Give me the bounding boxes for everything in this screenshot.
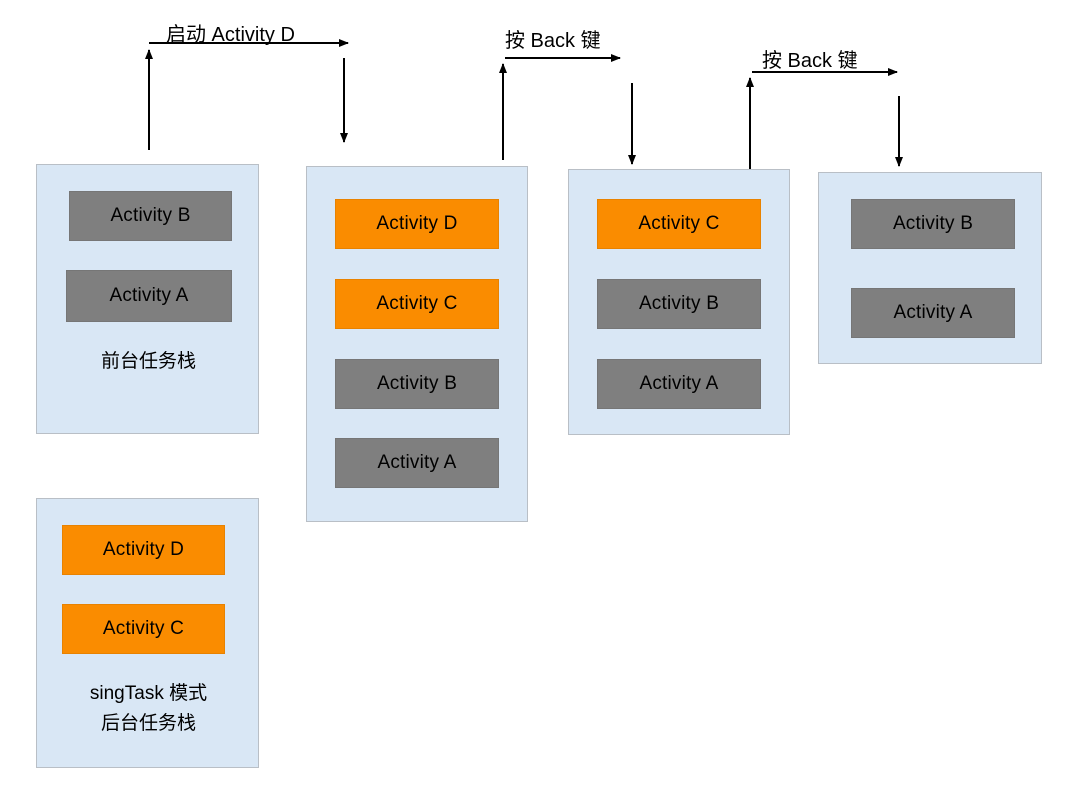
activity-block[interactable]: Activity D	[335, 199, 499, 249]
stack-caption: 前台任务栈	[100, 351, 196, 372]
stack-after-first-back[interactable]: Activity C Activity B Activity A	[568, 169, 790, 435]
activity-block[interactable]: Activity B	[597, 279, 761, 329]
activity-block[interactable]: Activity B	[335, 359, 499, 409]
transition-label-press-back-1: 按 Back 键	[505, 30, 601, 52]
stack-caption: singTask 模式 后台任务栈	[89, 683, 208, 734]
activity-block[interactable]: Activity C	[62, 604, 225, 654]
transition-launch-activity-d	[145, 39, 349, 150]
stack-background-singletask[interactable]: Activity D Activity C singTask 模式 后台任务栈	[36, 498, 259, 768]
activity-block[interactable]: Activity C	[597, 199, 761, 249]
activity-block[interactable]: Activity A	[335, 438, 499, 488]
transition-label-press-back-2: 按 Back 键	[762, 50, 858, 72]
transition-press-back-1	[499, 54, 636, 165]
activity-block[interactable]: Activity B	[69, 191, 232, 241]
activity-block[interactable]: Activity B	[851, 199, 1015, 249]
transition-label-launch-activity-d: 启动 Activity D	[166, 24, 295, 46]
activity-block[interactable]: Activity A	[851, 288, 1015, 338]
activity-block[interactable]: Activity D	[62, 525, 225, 575]
stack-merged-after-launch[interactable]: Activity D Activity C Activity B Activit…	[306, 166, 528, 522]
stack-foreground-initial[interactable]: Activity B Activity A 前台任务栈	[36, 164, 259, 434]
activity-block[interactable]: Activity A	[66, 270, 232, 322]
stack-after-second-back[interactable]: Activity B Activity A	[818, 172, 1042, 364]
activity-block[interactable]: Activity A	[597, 359, 761, 409]
transition-press-back-2	[746, 68, 903, 172]
activity-block[interactable]: Activity C	[335, 279, 499, 329]
